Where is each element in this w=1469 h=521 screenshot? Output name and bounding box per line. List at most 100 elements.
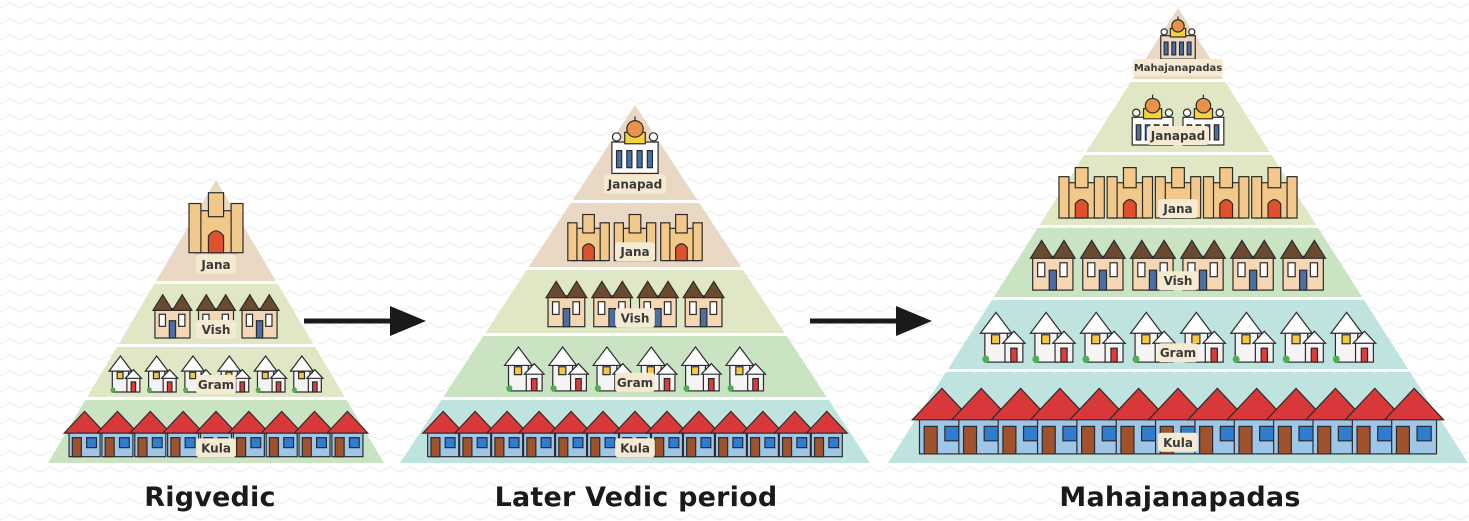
- castle-icon-group: [188, 192, 244, 254]
- house-icon: [1229, 311, 1277, 363]
- hut-icon: [517, 410, 561, 458]
- townhouse-icon: [544, 280, 588, 328]
- hut-icon: [161, 410, 205, 458]
- castle-icon: [188, 192, 244, 254]
- house-icon: [144, 355, 180, 393]
- house-icon: [724, 345, 767, 392]
- house-icon: [253, 355, 289, 393]
- tier-label: Jana: [1162, 202, 1192, 216]
- tier-label: Gram: [617, 376, 653, 390]
- tier-kula: Kula: [48, 400, 384, 463]
- hut-icon-group: [911, 387, 1445, 455]
- tier-jana: Jana: [528, 203, 742, 267]
- tier-label-tag: [615, 242, 655, 262]
- tier-label: Janapad: [1150, 129, 1205, 143]
- hut-icon: [804, 410, 849, 458]
- hut-icon: [128, 410, 173, 458]
- house-icon: [1279, 311, 1327, 363]
- tier-kula: Kula: [400, 400, 870, 463]
- tier-label: Jana: [619, 245, 649, 259]
- hut-icon: [1107, 387, 1170, 455]
- hut-icon: [581, 410, 625, 458]
- tier-gram: Gram: [87, 347, 345, 397]
- hut-icon: [1265, 387, 1327, 455]
- caption-mahajanapadas: Mahajanapadas: [1059, 482, 1301, 513]
- castle-icon: [1251, 167, 1298, 219]
- tier-label-tag: [196, 254, 236, 274]
- tier-jana: Jana: [156, 180, 276, 281]
- hut-icon: [950, 387, 1013, 455]
- palace-icon-group: [611, 116, 659, 175]
- tier-vish: Vish: [485, 270, 785, 333]
- hut-icon: [1343, 387, 1406, 455]
- hut-icon: [773, 410, 817, 458]
- hut-icon: [1383, 387, 1445, 455]
- tier-mahajanapadas: Mahajanapadas: [1132, 8, 1224, 79]
- house-icon: [289, 355, 325, 393]
- hut-icon: [1186, 387, 1249, 455]
- castle-icon: [1106, 167, 1154, 219]
- tier-label-tag: [1158, 199, 1198, 218]
- hut-icon: [1029, 387, 1091, 455]
- hut-icon: [453, 410, 497, 458]
- tier-label: Kula: [1163, 436, 1193, 450]
- hut-icon-group: [62, 410, 370, 458]
- house-icon: [547, 345, 590, 392]
- tier-label: Kula: [620, 441, 650, 455]
- house-icon: [1079, 311, 1127, 363]
- townhouse-icon: [1079, 239, 1127, 291]
- hut-icon: [1068, 387, 1131, 455]
- townhouse-icon: [239, 293, 281, 339]
- hut-icon: [989, 387, 1052, 455]
- hut-icon: [549, 410, 593, 458]
- tier-kula: Kula: [888, 372, 1468, 463]
- hut-icon: [741, 410, 785, 458]
- townhouse-icon: [1229, 239, 1277, 291]
- tier-label-tag: [603, 174, 667, 194]
- tier-label: Gram: [198, 378, 234, 392]
- tier-vish: Vish: [993, 228, 1363, 297]
- tier-label-tag: [1158, 343, 1198, 363]
- hut-icon: [677, 410, 721, 458]
- hut-icon: [485, 410, 529, 458]
- hut-icon: [1225, 387, 1288, 455]
- tier-gram: Gram: [947, 300, 1409, 369]
- house-icon: [1329, 311, 1378, 363]
- hut-icon: [911, 387, 973, 455]
- palace-icon: [611, 116, 659, 175]
- tier-label: Janapad: [607, 178, 662, 192]
- tier-label: Jana: [200, 258, 230, 272]
- tier-janapad: Janapad: [1086, 82, 1270, 152]
- townhouse-icon: [682, 280, 726, 328]
- tier-label: Mahajanapadas: [1134, 63, 1222, 74]
- caption-rigvedic: Rigvedic: [144, 482, 276, 513]
- tier-label-tag: [196, 320, 236, 339]
- tier-label: Vish: [621, 311, 650, 325]
- townhouse-icon-group: [1029, 239, 1327, 291]
- tier-jana: Jana: [1039, 155, 1317, 225]
- hut-icon: [292, 410, 337, 458]
- hut-icon: [62, 410, 107, 458]
- tier-label: Vish: [202, 323, 231, 337]
- capitol-icon-group: [1160, 16, 1196, 60]
- tier-label-tag: [196, 375, 236, 394]
- capitol-icon: [1160, 16, 1196, 60]
- tier-label-tag: [1158, 432, 1198, 452]
- tier-label-tag: [615, 372, 655, 392]
- arrow-right-icon: [810, 306, 932, 336]
- townhouse-icon: [1029, 239, 1077, 291]
- townhouse-icon: [1279, 239, 1327, 291]
- castle-icon: [660, 213, 703, 262]
- tier-label: Gram: [1160, 346, 1196, 360]
- caption-later-vedic: Later Vedic period: [494, 482, 778, 513]
- house-icon: [680, 345, 723, 392]
- castle-icon: [1058, 167, 1105, 219]
- hut-icon: [709, 410, 753, 458]
- tier-label-tag: [615, 438, 655, 458]
- hut-icon: [421, 410, 466, 458]
- tier-label-tag: [196, 438, 236, 458]
- tier-janapad: Janapad: [572, 105, 698, 200]
